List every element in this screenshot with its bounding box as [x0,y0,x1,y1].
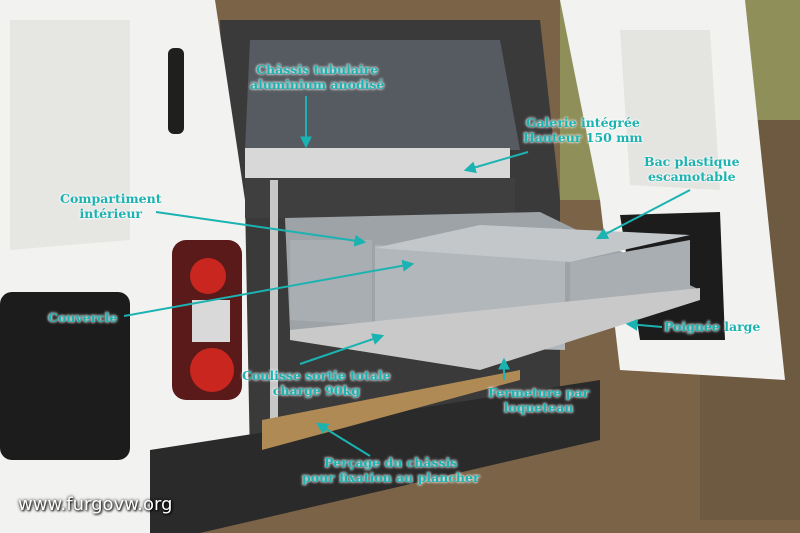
label-line: Châssis tubulaire [256,62,379,77]
label-line: Compartiment [60,191,162,206]
label-line: pour fixation au plancher [302,470,480,485]
label-line: loqueteau [503,400,574,415]
label-bac: Bac plastique escamotable [644,154,740,184]
label-compartiment: Compartiment intérieur [60,191,162,221]
label-line: Fermeture par [488,385,590,400]
label-line: aluminium anodisé [250,77,385,92]
site-watermark: www.furgovw.org [18,494,173,515]
label-line: Poignée large [664,319,761,334]
label-percage: Perçage du châssis pour fixation au plan… [302,455,480,485]
label-line: Couvercle [48,310,118,325]
label-line: intérieur [79,206,143,221]
label-fermeture: Fermeture par loqueteau [488,385,589,415]
label-galerie: Galerie intégrée Hauteur 150 mm [523,115,643,145]
label-line: charge 90kg [272,383,360,398]
label-line: Perçage du châssis [324,455,458,470]
label-line: Galerie intégrée [525,115,640,130]
label-coulisse: Coulisse sortie totale charge 90kg [242,368,391,398]
label-line: Bac plastique [644,154,740,169]
label-couvercle: Couvercle [48,310,118,325]
label-line: Hauteur 150 mm [523,130,643,145]
label-chassis: Châssis tubulaire aluminium anodisé [250,62,384,92]
label-line: escamotable [647,169,736,184]
label-poignee: Poignée large [664,319,760,334]
label-line: Coulisse sortie totale [242,368,391,383]
